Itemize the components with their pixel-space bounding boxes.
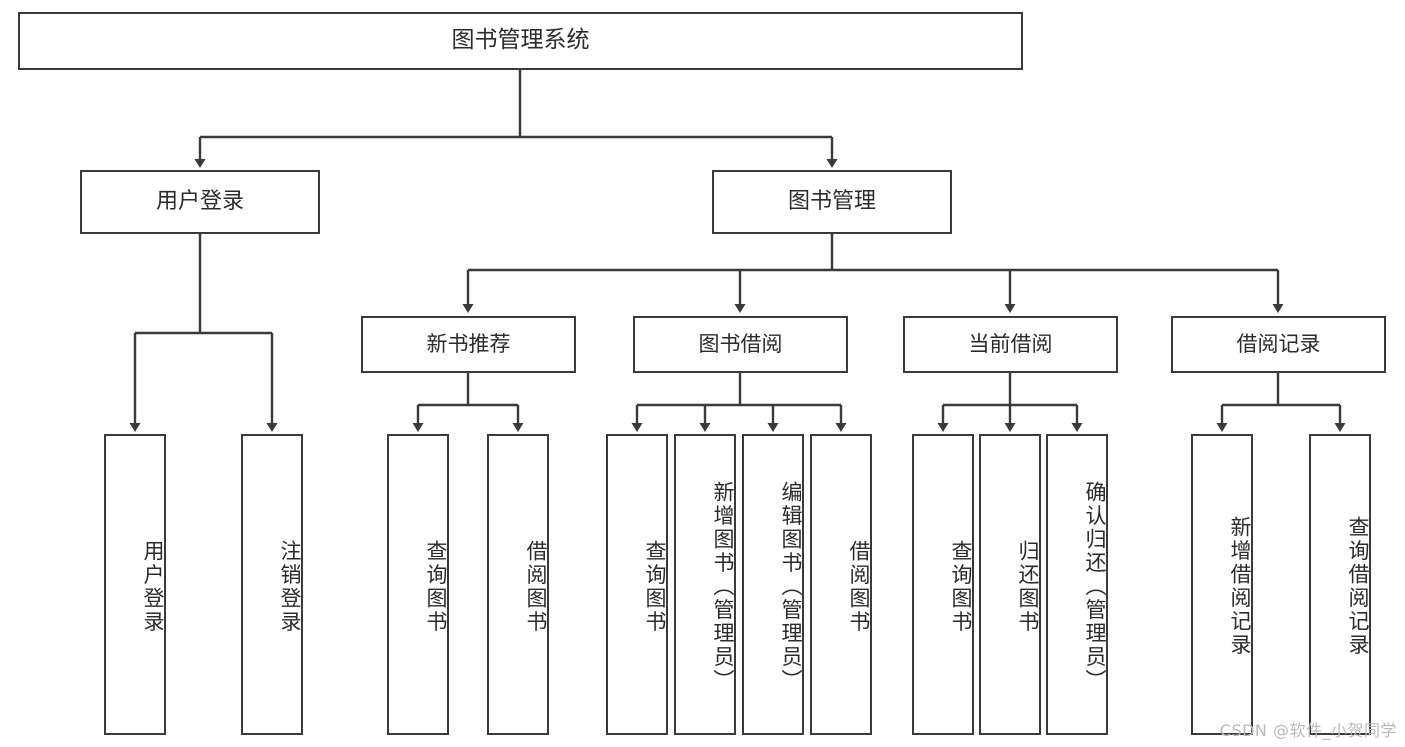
leaf-cb-return-book-label: 归还图书 [1016, 539, 1040, 634]
node-book-borrow-label: 图书借阅 [698, 331, 783, 356]
node-book-management[interactable]: 图书管理 [712, 170, 952, 234]
leaf-cb-query-book-label: 查询图书 [949, 539, 973, 634]
node-user-login[interactable]: 用户登录 [80, 170, 320, 234]
node-book-management-label: 图书管理 [787, 188, 876, 214]
node-borrow-record[interactable]: 借阅记录 [1171, 316, 1386, 373]
leaf-cb-return-book[interactable]: 归还图书 [979, 434, 1041, 735]
leaf-nbr-borrow-book-label: 借阅图书 [524, 539, 548, 634]
node-current-borrow-label: 当前借阅 [968, 331, 1053, 356]
leaf-bb-add-book-admin-label: 新增图书（管理员） [711, 480, 735, 693]
node-current-borrow[interactable]: 当前借阅 [903, 316, 1118, 373]
node-book-borrow[interactable]: 图书借阅 [633, 316, 848, 373]
leaf-bb-borrow-book-label: 借阅图书 [847, 539, 871, 634]
leaf-bb-borrow-book[interactable]: 借阅图书 [810, 434, 872, 735]
node-root-system[interactable]: 图书管理系统 [18, 12, 1023, 70]
leaf-user-login[interactable]: 用户登录 [104, 434, 166, 735]
leaf-br-query-record-label: 查询借阅记录 [1346, 516, 1370, 657]
leaf-bb-query-book-label: 查询图书 [643, 539, 667, 634]
leaf-cb-query-book[interactable]: 查询图书 [912, 434, 974, 735]
leaf-br-add-record[interactable]: 新增借阅记录 [1191, 434, 1253, 735]
leaf-br-add-record-label: 新增借阅记录 [1228, 516, 1252, 657]
leaf-bb-edit-book-admin[interactable]: 编辑图书（管理员） [742, 434, 804, 735]
leaf-cb-confirm-return-admin-label: 确认归还（管理员） [1083, 480, 1107, 693]
leaf-bb-edit-book-admin-label: 编辑图书（管理员） [779, 480, 803, 693]
node-new-book-recommend[interactable]: 新书推荐 [361, 316, 576, 373]
leaf-bb-query-book[interactable]: 查询图书 [606, 434, 668, 735]
leaf-nbr-query-book[interactable]: 查询图书 [387, 434, 449, 735]
leaf-br-query-record[interactable]: 查询借阅记录 [1309, 434, 1371, 735]
leaf-bb-add-book-admin[interactable]: 新增图书（管理员） [674, 434, 736, 735]
node-user-login-label: 用户登录 [155, 188, 244, 214]
node-new-book-recommend-label: 新书推荐 [426, 331, 511, 356]
leaf-nbr-query-book-label: 查询图书 [424, 539, 448, 634]
leaf-nbr-borrow-book[interactable]: 借阅图书 [487, 434, 549, 735]
leaf-logout[interactable]: 注销登录 [241, 434, 303, 735]
watermark-text: CSDN @软件_小贺同学 [1219, 721, 1397, 740]
node-root-label: 图书管理系统 [451, 27, 590, 54]
leaf-user-login-label: 用户登录 [141, 539, 165, 634]
node-borrow-record-label: 借阅记录 [1236, 331, 1321, 356]
leaf-logout-label: 注销登录 [278, 539, 302, 634]
leaf-cb-confirm-return-admin[interactable]: 确认归还（管理员） [1046, 434, 1108, 735]
